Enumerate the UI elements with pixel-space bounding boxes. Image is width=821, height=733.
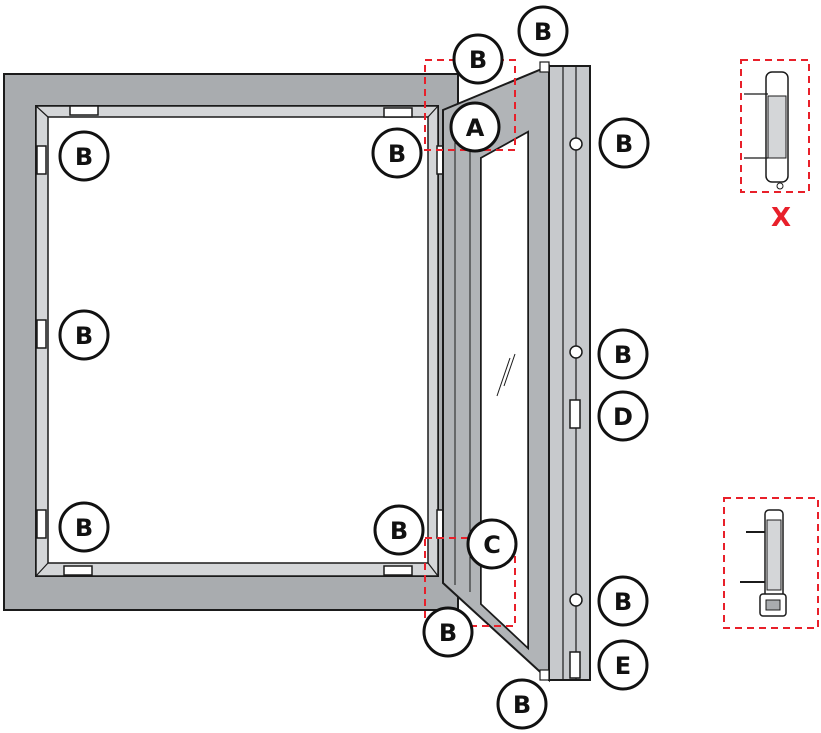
callout-b-under-hinge: B — [422, 606, 474, 658]
keeper-left-mid — [36, 319, 47, 349]
incorrect-cross-icon: X — [771, 203, 791, 233]
sash-hardware — [539, 61, 583, 681]
callout-b-frame-midleft: B — [58, 309, 110, 361]
callout-b-bottom: B — [496, 678, 548, 730]
svg-text:B: B — [388, 140, 406, 168]
keeper-top-right — [383, 107, 413, 118]
svg-text:B: B — [614, 341, 632, 369]
callout-b-frame-topright: B — [371, 127, 423, 179]
svg-text:B: B — [75, 514, 93, 542]
keeper-bottom-left — [63, 565, 93, 576]
window-sash — [442, 61, 591, 683]
callout-b-sash-bottom: B — [597, 575, 649, 627]
svg-text:B: B — [390, 517, 408, 545]
keeper-left-bottom — [36, 509, 47, 539]
callout-d-handle: D — [597, 390, 649, 442]
sash-edge — [548, 65, 591, 681]
svg-text:D: D — [613, 403, 633, 431]
callout-a-top-hinge: A — [449, 101, 501, 153]
glass-reflection-1 — [496, 357, 511, 397]
svg-text:B: B — [75, 143, 93, 171]
callout-e-sash-lock: E — [597, 639, 649, 691]
handle-gear — [569, 399, 581, 429]
glass-reflection-2 — [503, 353, 516, 387]
frame-keepers — [36, 105, 447, 576]
zone-inset-top — [740, 59, 810, 193]
callout-b-frame-topleft: B — [58, 130, 110, 182]
svg-text:B: B — [614, 588, 632, 616]
svg-text:C: C — [483, 531, 501, 559]
callout-c-bottom-hinge: C — [466, 518, 518, 570]
callout-b-frame-botright: B — [373, 504, 425, 556]
bottom-hinge-inset — [740, 509, 787, 617]
svg-text:B: B — [513, 691, 531, 719]
callout-b-sash-mid: B — [597, 328, 649, 380]
zone-inset-bottom — [723, 497, 819, 629]
svg-text:B: B — [469, 46, 487, 74]
keeper-top-left — [69, 105, 99, 116]
svg-text:E: E — [615, 652, 631, 680]
svg-text:A: A — [466, 114, 485, 142]
callout-badges: B B A B B B B B D B B C B B E B — [58, 5, 650, 730]
keeper-bottom-right — [383, 565, 413, 576]
callout-b-frame-botleft: B — [58, 501, 110, 553]
svg-text:B: B — [75, 322, 93, 350]
svg-text:B: B — [534, 18, 552, 46]
svg-text:B: B — [615, 130, 633, 158]
top-hinge-inset: X — [744, 71, 791, 233]
sash-lock — [569, 651, 581, 679]
callout-b-top-1: B — [517, 5, 569, 57]
callout-b-top-2: B — [452, 33, 504, 85]
zone-top-hinge — [424, 59, 516, 151]
svg-text:B: B — [439, 619, 457, 647]
sash-glass — [480, 130, 529, 650]
keeper-left-top — [36, 145, 47, 175]
callout-b-sash-top: B — [598, 117, 650, 169]
